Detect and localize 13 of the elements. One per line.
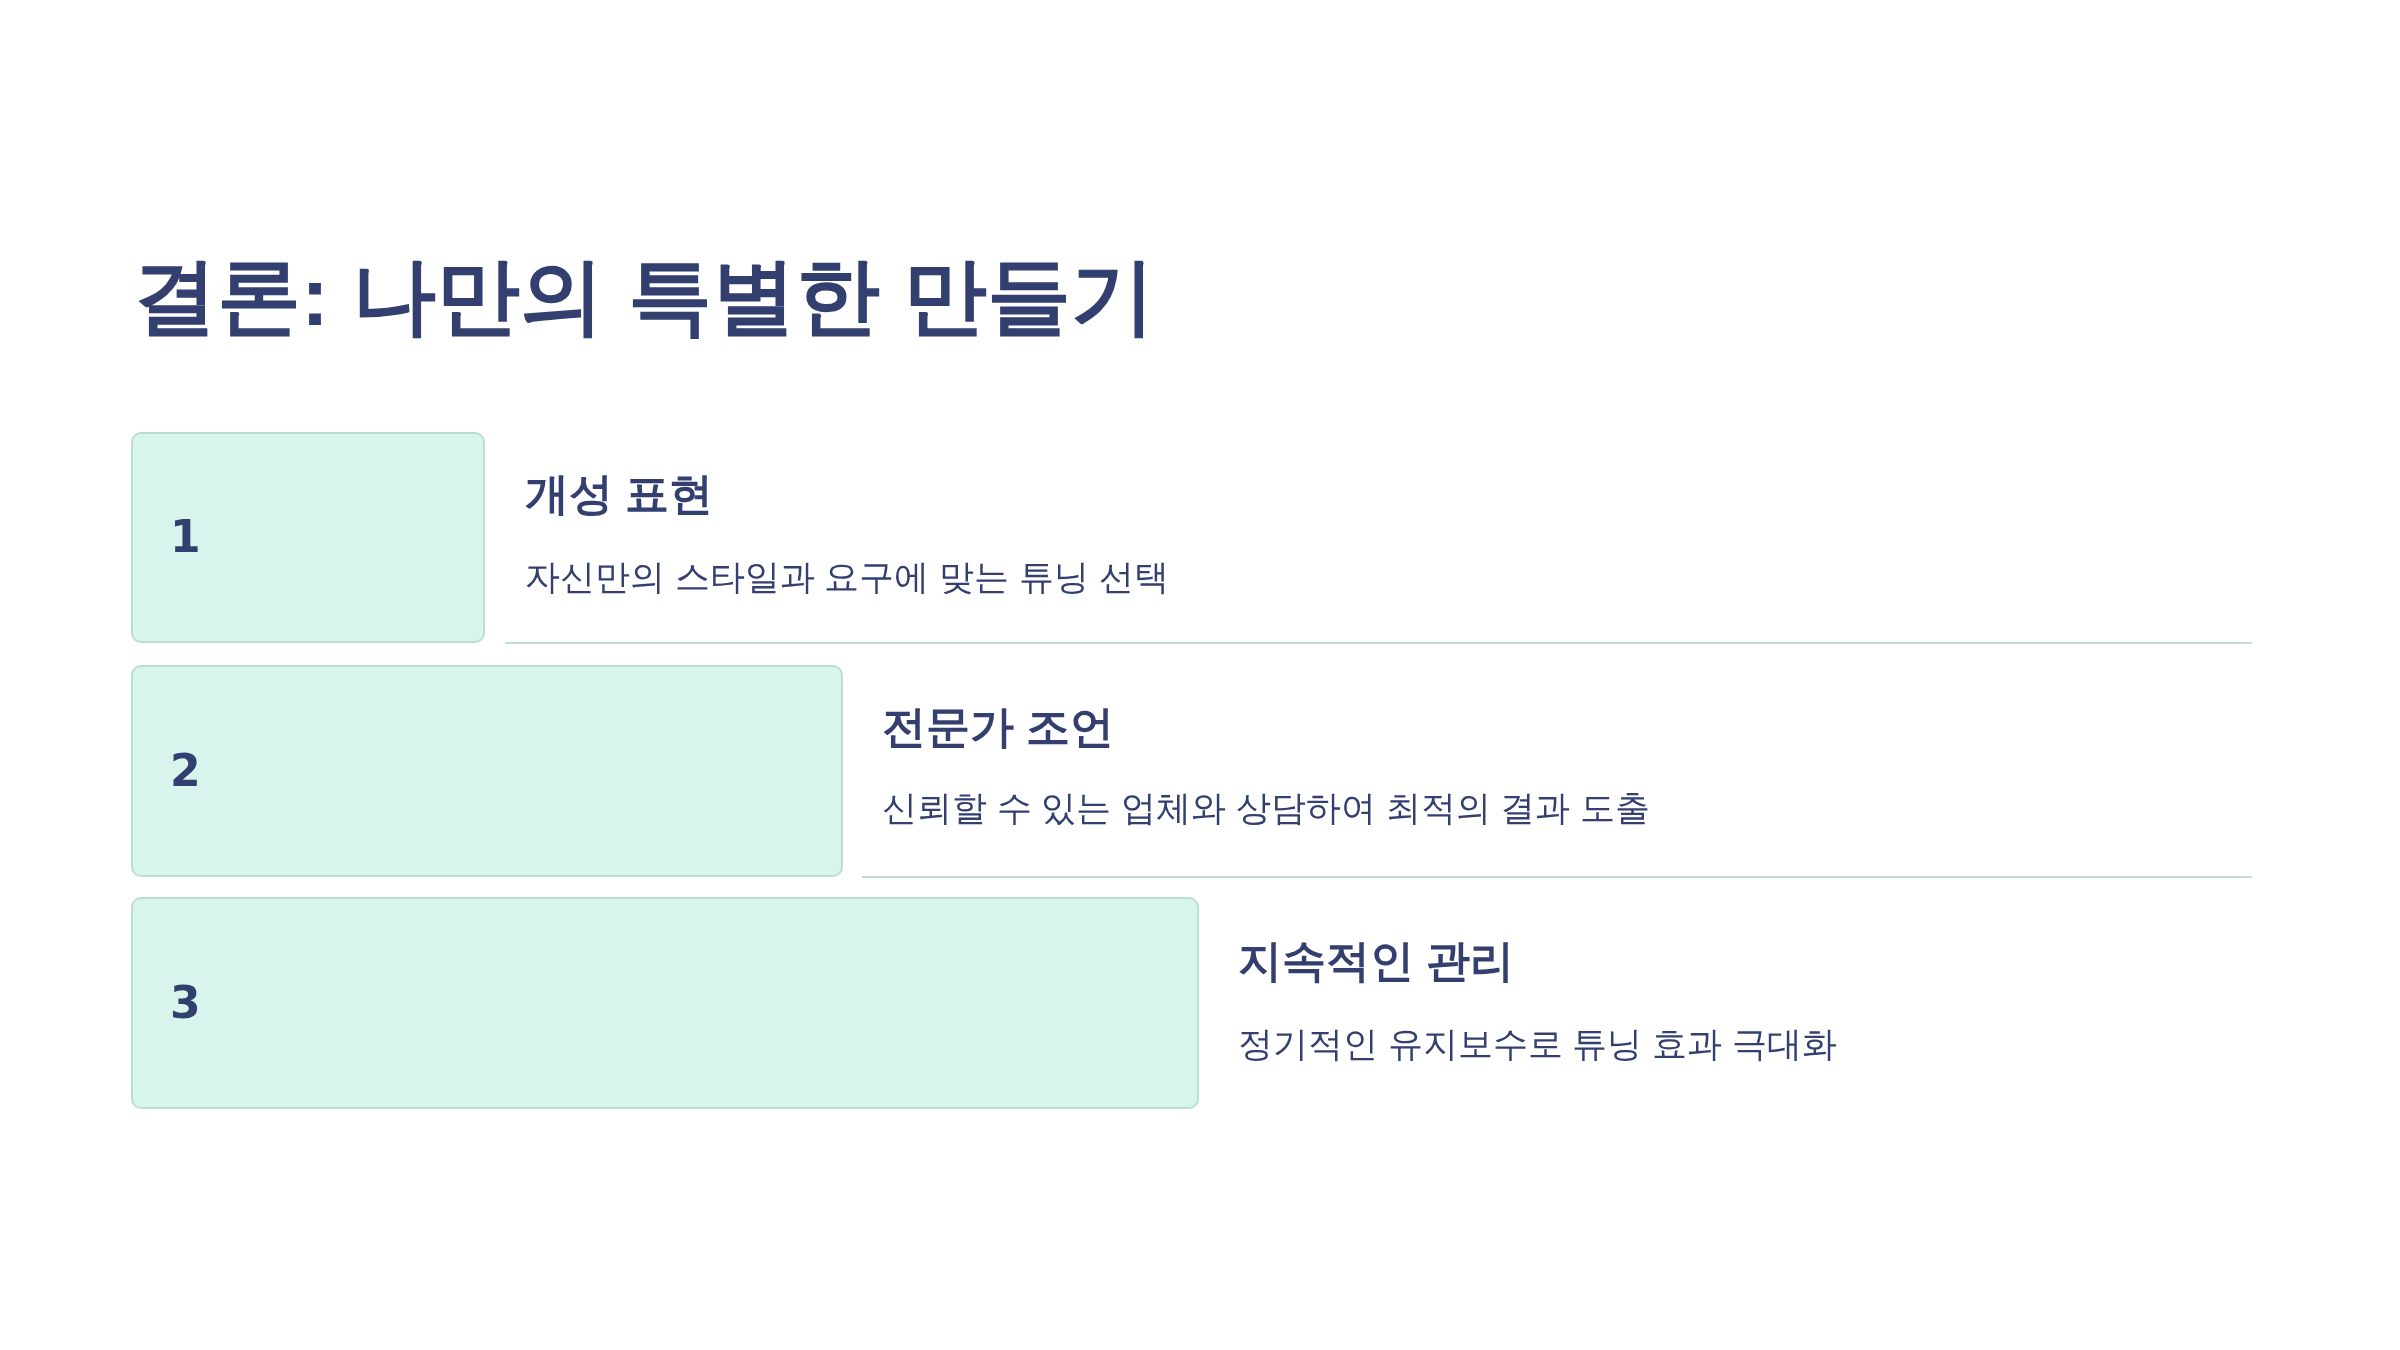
step-box bbox=[131, 432, 485, 643]
step-heading: 전문가 조언 bbox=[882, 700, 1115, 753]
step-number: 1 bbox=[170, 511, 201, 564]
step-box bbox=[131, 897, 1199, 1109]
step-description: 신뢰할 수 있는 업체와 상담하여 최적의 결과 도출 bbox=[882, 787, 1651, 829]
step-number: 3 bbox=[170, 976, 201, 1030]
step-number: 2 bbox=[170, 744, 201, 798]
step-description: 정기적인 유지보수로 튜닝 효과 극대화 bbox=[1238, 1023, 1837, 1065]
step-heading: 개성 표현 bbox=[525, 467, 714, 520]
step-box bbox=[131, 665, 843, 877]
step-heading: 지속적인 관리 bbox=[1238, 934, 1515, 987]
step-description: 자신만의 스타일과 요구에 맞는 튜닝 선택 bbox=[525, 556, 1169, 598]
title: 결론: 나만의 특별한 만들기 bbox=[133, 247, 1155, 345]
